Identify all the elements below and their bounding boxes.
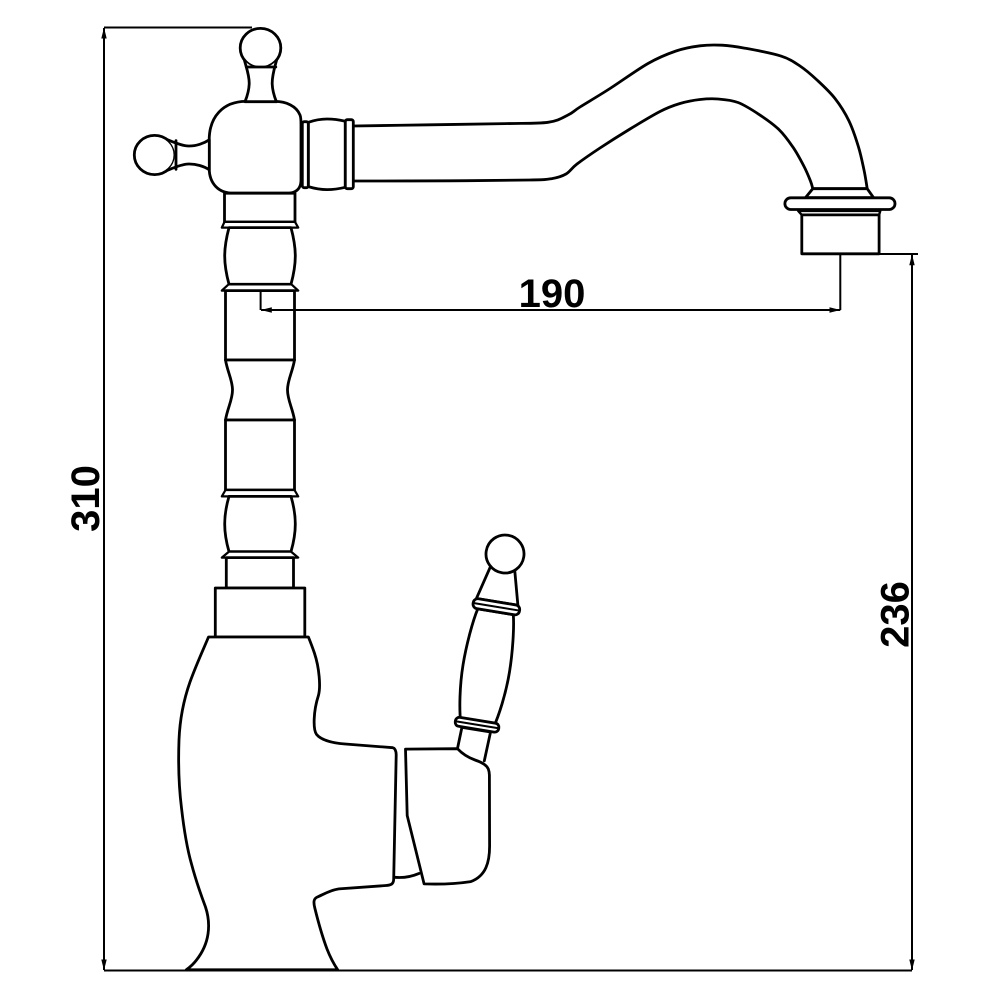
svg-text:310: 310: [64, 465, 108, 532]
svg-text:236: 236: [874, 581, 918, 648]
svg-text:190: 190: [519, 272, 586, 316]
